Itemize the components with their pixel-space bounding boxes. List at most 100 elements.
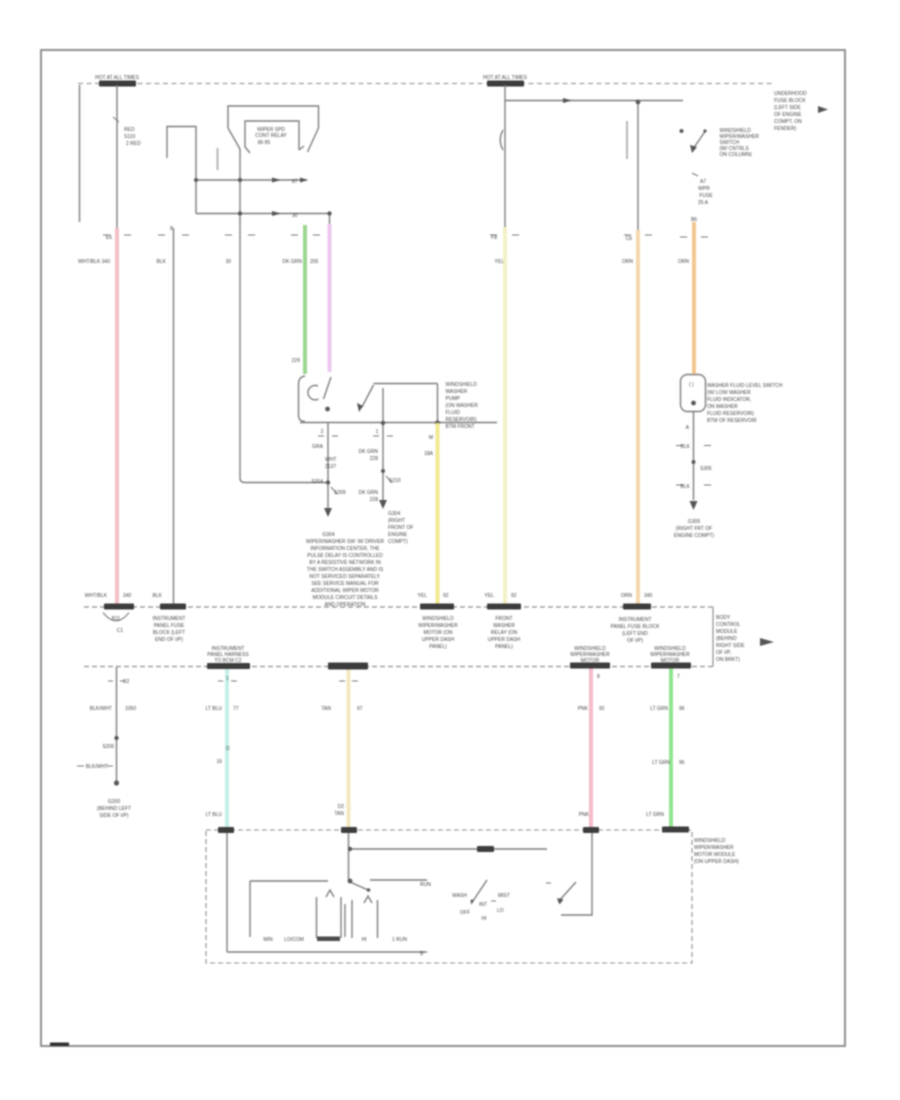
svg-text:S110: S110 [124, 134, 136, 140]
svg-text:(LEFT END: (LEFT END [622, 631, 648, 637]
svg-text:FUSE: FUSE [699, 193, 713, 199]
svg-text:M: M [429, 435, 433, 441]
svg-text:UPPER DASH: UPPER DASH [488, 637, 521, 643]
svg-text:WINDSHIELD: WINDSHIELD [720, 128, 752, 134]
svg-text:S210: S210 [389, 478, 401, 484]
svg-text:96: 96 [679, 760, 685, 766]
svg-text:MODULE: MODULE [716, 629, 738, 635]
svg-text:TO BCM C2: TO BCM C2 [214, 658, 241, 664]
svg-text:86 85: 86 85 [258, 140, 271, 146]
svg-text:COMPT, ON: COMPT, ON [774, 119, 802, 125]
svg-text:SWITCH: SWITCH [720, 140, 740, 146]
svg-text:D2: D2 [338, 804, 345, 810]
svg-text:WIPER/WASHER: WIPER/WASHER [418, 623, 458, 629]
svg-text:228: 228 [370, 456, 379, 462]
svg-text:96: 96 [679, 706, 685, 712]
svg-text:S209: S209 [334, 490, 346, 496]
svg-text:F8: F8 [491, 235, 497, 241]
svg-text:INSTRUMENT: INSTRUMENT [619, 617, 652, 623]
svg-text:A7: A7 [700, 179, 706, 185]
svg-text:87: 87 [292, 179, 298, 185]
svg-text:ADDITIONAL WIPER MOTOR: ADDITIONAL WIPER MOTOR [311, 588, 379, 594]
svg-text:WIPER SPD: WIPER SPD [257, 127, 285, 133]
svg-text:OF I/P): OF I/P) [627, 638, 643, 644]
svg-text:BLK: BLK [153, 593, 163, 599]
svg-text:(RIGHT: (RIGHT [388, 518, 405, 524]
svg-text:PANEL FUSE: PANEL FUSE [154, 623, 185, 629]
svg-text:RUN: RUN [420, 882, 431, 888]
svg-text:COMPT): COMPT) [388, 539, 408, 545]
svg-text:INT: INT [479, 902, 487, 908]
svg-text:DK GRN: DK GRN [359, 449, 379, 455]
svg-text:FUSE BLOCK: FUSE BLOCK [774, 98, 806, 104]
svg-text:MOTOR: MOTOR [661, 658, 680, 664]
svg-text:PNK: PNK [579, 812, 590, 818]
svg-text:(BEHIND: (BEHIND [716, 636, 737, 642]
svg-text:ON WASHER: ON WASHER [707, 404, 738, 410]
svg-text:PANEL FUSE BLOCK: PANEL FUSE BLOCK [611, 624, 661, 630]
svg-text:1: 1 [226, 676, 229, 682]
svg-text:(LEFT SIDE: (LEFT SIDE [774, 105, 802, 111]
svg-text:YEL: YEL [495, 259, 505, 265]
svg-text:PANEL HARNESS: PANEL HARNESS [207, 652, 249, 658]
svg-text:FENDER): FENDER) [774, 126, 797, 132]
svg-text:BLK/WHT: BLK/WHT [90, 706, 112, 712]
svg-text:B6: B6 [691, 217, 697, 223]
svg-text:(BEHIND LEFT: (BEHIND LEFT [97, 806, 131, 812]
svg-text:HOT AT ALL TIMES: HOT AT ALL TIMES [95, 75, 140, 81]
svg-text:DK GRN: DK GRN [283, 259, 303, 265]
svg-text:2137: 2137 [325, 464, 336, 470]
svg-text:GRA: GRA [312, 444, 324, 450]
svg-text:MIST: MIST [498, 893, 510, 899]
svg-text:INSTRUMENT: INSTRUMENT [153, 616, 186, 622]
svg-text:BLK: BLK [681, 444, 691, 450]
svg-text:8: 8 [170, 226, 173, 232]
svg-text:30: 30 [292, 213, 298, 219]
svg-text:FLUID RESERVOIR): FLUID RESERVOIR) [707, 411, 754, 417]
svg-text:WHT/BLK: WHT/BLK [85, 593, 108, 599]
svg-text:SEE SERVICE MANUAL FOR: SEE SERVICE MANUAL FOR [311, 581, 379, 587]
svg-text:ENGINE COMPT): ENGINE COMPT) [674, 533, 715, 539]
svg-text:AND OPERATION: AND OPERATION [324, 602, 365, 608]
svg-text:ON BRKT): ON BRKT) [716, 657, 740, 663]
svg-text:(W/ LOW WASHER: (W/ LOW WASHER [707, 390, 751, 396]
svg-text:S204: S204 [311, 479, 323, 485]
svg-text:205: 205 [310, 259, 319, 265]
svg-text:END OF I/P): END OF I/P) [155, 637, 183, 643]
svg-text:INFORMATION CENTER, THE: INFORMATION CENTER, THE [310, 546, 380, 552]
svg-text:HOT AT ALL TIMES: HOT AT ALL TIMES [483, 75, 528, 81]
svg-text:FLUID INDICATOR,: FLUID INDICATOR, [707, 397, 751, 403]
svg-text:97: 97 [357, 706, 363, 712]
svg-text:CONT RELAY: CONT RELAY [255, 133, 287, 139]
svg-text:RELAY (ON: RELAY (ON [491, 630, 518, 636]
svg-text:2 RED: 2 RED [126, 141, 141, 147]
svg-text:BODY: BODY [716, 615, 731, 621]
svg-text:G200: G200 [108, 799, 120, 805]
svg-text:NOT SERVICED SEPARATELY.: NOT SERVICED SEPARATELY. [309, 574, 380, 580]
svg-text:PANEL): PANEL) [495, 644, 513, 650]
svg-text:DK GRN: DK GRN [359, 490, 379, 496]
svg-text:YEL: YEL [485, 593, 495, 599]
svg-text:( ): ( ) [689, 382, 694, 388]
svg-text:LT BLU: LT BLU [206, 812, 223, 818]
svg-text:(ON UPPER DASH): (ON UPPER DASH) [694, 859, 739, 865]
svg-text:YEL: YEL [418, 593, 428, 599]
svg-text:1050: 1050 [125, 706, 136, 712]
svg-text:B: B [420, 951, 424, 957]
svg-text:A: A [686, 425, 690, 431]
svg-text:25 A: 25 A [698, 200, 709, 206]
svg-text:LT BLU: LT BLU [206, 706, 223, 712]
svg-text:WINDSHIELD: WINDSHIELD [422, 616, 454, 622]
svg-text:D: D [226, 746, 230, 752]
svg-text:LT GRN: LT GRN [650, 706, 668, 712]
svg-text:(W/ CNTRLS: (W/ CNTRLS [720, 146, 750, 152]
svg-text:PULSE DELAY IS CONTROLLED: PULSE DELAY IS CONTROLLED [307, 553, 383, 559]
svg-text:HI: HI [362, 937, 367, 943]
svg-text:2: 2 [321, 429, 324, 435]
svg-text:340: 340 [644, 593, 653, 599]
svg-text:INSTRUMENT: INSTRUMENT [212, 646, 245, 652]
svg-text:1: 1 [376, 429, 379, 435]
svg-text:FRONT OF: FRONT OF [388, 525, 413, 531]
svg-text:WINDSHIELD: WINDSHIELD [694, 838, 726, 844]
svg-text:ON COLUMN): ON COLUMN) [720, 152, 753, 158]
